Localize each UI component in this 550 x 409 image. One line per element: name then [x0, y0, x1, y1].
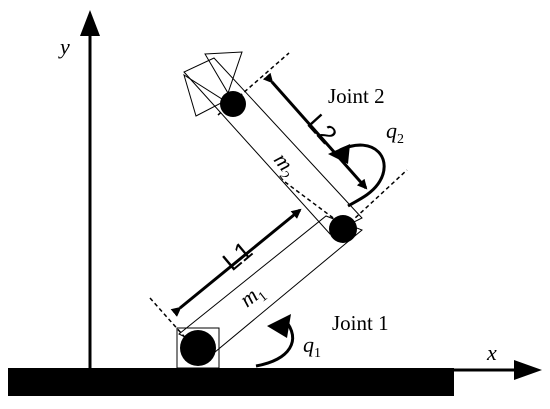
- x-axis-label: x: [486, 340, 497, 365]
- link2-mass-label: m2: [266, 148, 303, 184]
- end-effector-upper-jaw: [204, 51, 243, 95]
- ground-base: [8, 368, 454, 396]
- q1-angle-arc: [255, 319, 295, 368]
- x-axis-arrowhead: [514, 360, 542, 380]
- link2-length-arrow: [262, 72, 368, 190]
- joint1-circle: [180, 330, 216, 366]
- link1-length-arrow: [170, 208, 302, 317]
- joint1-label: Joint 1: [332, 311, 389, 335]
- end-effector-lower-jaw: [183, 73, 227, 117]
- link2-length-label: L2: [302, 108, 344, 150]
- joint2-label: Joint 2: [328, 84, 385, 108]
- y-axis-arrowhead: [80, 10, 100, 36]
- joint2-circle: [329, 215, 357, 243]
- q2-angle-arrowhead: [328, 144, 350, 164]
- end-effector-circle: [220, 91, 246, 117]
- joint1-housing: [176, 327, 220, 369]
- q1-angle-arrowhead: [267, 314, 291, 338]
- link1-mass-label: m1: [235, 278, 271, 315]
- link1-length-label: L1: [217, 235, 258, 277]
- q2-angle-label: q2: [386, 118, 404, 147]
- q1-angle-label: q1: [303, 332, 321, 361]
- q2-angle-arc: [339, 143, 386, 208]
- y-axis-label: y: [58, 34, 70, 59]
